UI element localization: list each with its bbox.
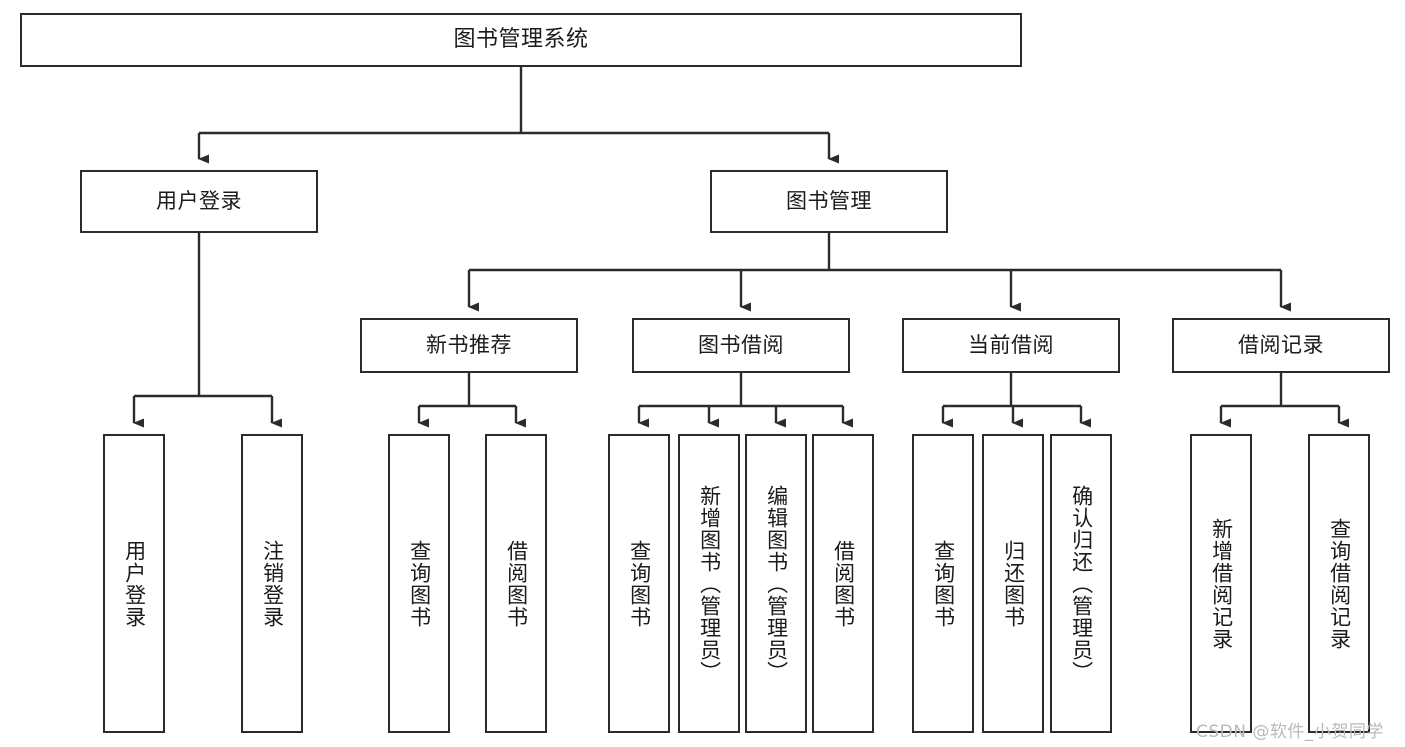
node-current-borrow-label: 当前借阅 — [968, 332, 1054, 357]
node-current-borrow[interactable]: 当前借阅 — [902, 318, 1120, 373]
node-book-manage-label: 图书管理 — [786, 188, 872, 213]
node-leaf-borrow-book-1[interactable]: 借阅图书 — [485, 434, 547, 733]
node-leaf-borrow-book-2-label: 借阅图书 — [831, 539, 856, 628]
node-root-图书管理系统-label: 图书管理系统 — [453, 26, 589, 52]
node-leaf-return-book[interactable]: 归还图书 — [982, 434, 1044, 733]
node-leaf-add-record[interactable]: 新增借阅记录 — [1190, 434, 1252, 733]
node-leaf-borrow-book-1-label: 借阅图书 — [504, 539, 529, 628]
node-leaf-query-book-1[interactable]: 查询图书 — [388, 434, 450, 733]
node-book-borrow[interactable]: 图书借阅 — [632, 318, 850, 373]
node-leaf-confirm-return[interactable]: 确认归还（管理员） — [1050, 434, 1112, 733]
node-leaf-confirm-return-label: 确认归还（管理员） — [1069, 484, 1094, 683]
node-leaf-borrow-book-2[interactable]: 借阅图书 — [812, 434, 874, 733]
node-leaf-query-book-3-label: 查询图书 — [931, 539, 956, 628]
node-leaf-user-login[interactable]: 用户登录 — [103, 434, 165, 733]
node-borrow-record[interactable]: 借阅记录 — [1172, 318, 1390, 373]
node-leaf-logout[interactable]: 注销登录 — [241, 434, 303, 733]
node-leaf-add-book-label: 新增图书（管理员） — [697, 484, 722, 683]
node-leaf-query-book-3[interactable]: 查询图书 — [912, 434, 974, 733]
node-leaf-query-book-2-label: 查询图书 — [627, 539, 652, 628]
node-root-图书管理系统[interactable]: 图书管理系统 — [20, 13, 1022, 67]
node-leaf-add-book[interactable]: 新增图书（管理员） — [678, 434, 740, 733]
node-book-borrow-label: 图书借阅 — [698, 332, 784, 357]
node-leaf-query-book-1-label: 查询图书 — [407, 539, 432, 628]
node-new-book-recommend[interactable]: 新书推荐 — [360, 318, 578, 373]
node-leaf-logout-label: 注销登录 — [260, 539, 285, 628]
node-leaf-edit-book-label: 编辑图书（管理员） — [764, 484, 789, 683]
node-leaf-user-login-label: 用户登录 — [122, 539, 147, 628]
node-book-manage[interactable]: 图书管理 — [710, 170, 948, 233]
node-leaf-query-record-label: 查询借阅记录 — [1327, 517, 1352, 650]
node-leaf-query-record[interactable]: 查询借阅记录 — [1308, 434, 1370, 733]
node-user-login-label: 用户登录 — [156, 188, 242, 213]
node-leaf-edit-book[interactable]: 编辑图书（管理员） — [745, 434, 807, 733]
node-user-login[interactable]: 用户登录 — [80, 170, 318, 233]
node-leaf-return-book-label: 归还图书 — [1001, 539, 1026, 628]
node-new-book-recommend-label: 新书推荐 — [426, 332, 512, 357]
node-leaf-query-book-2[interactable]: 查询图书 — [608, 434, 670, 733]
node-leaf-add-record-label: 新增借阅记录 — [1209, 517, 1234, 650]
node-borrow-record-label: 借阅记录 — [1238, 332, 1324, 357]
watermark: CSDN @软件_小贺同学 — [1196, 722, 1384, 742]
